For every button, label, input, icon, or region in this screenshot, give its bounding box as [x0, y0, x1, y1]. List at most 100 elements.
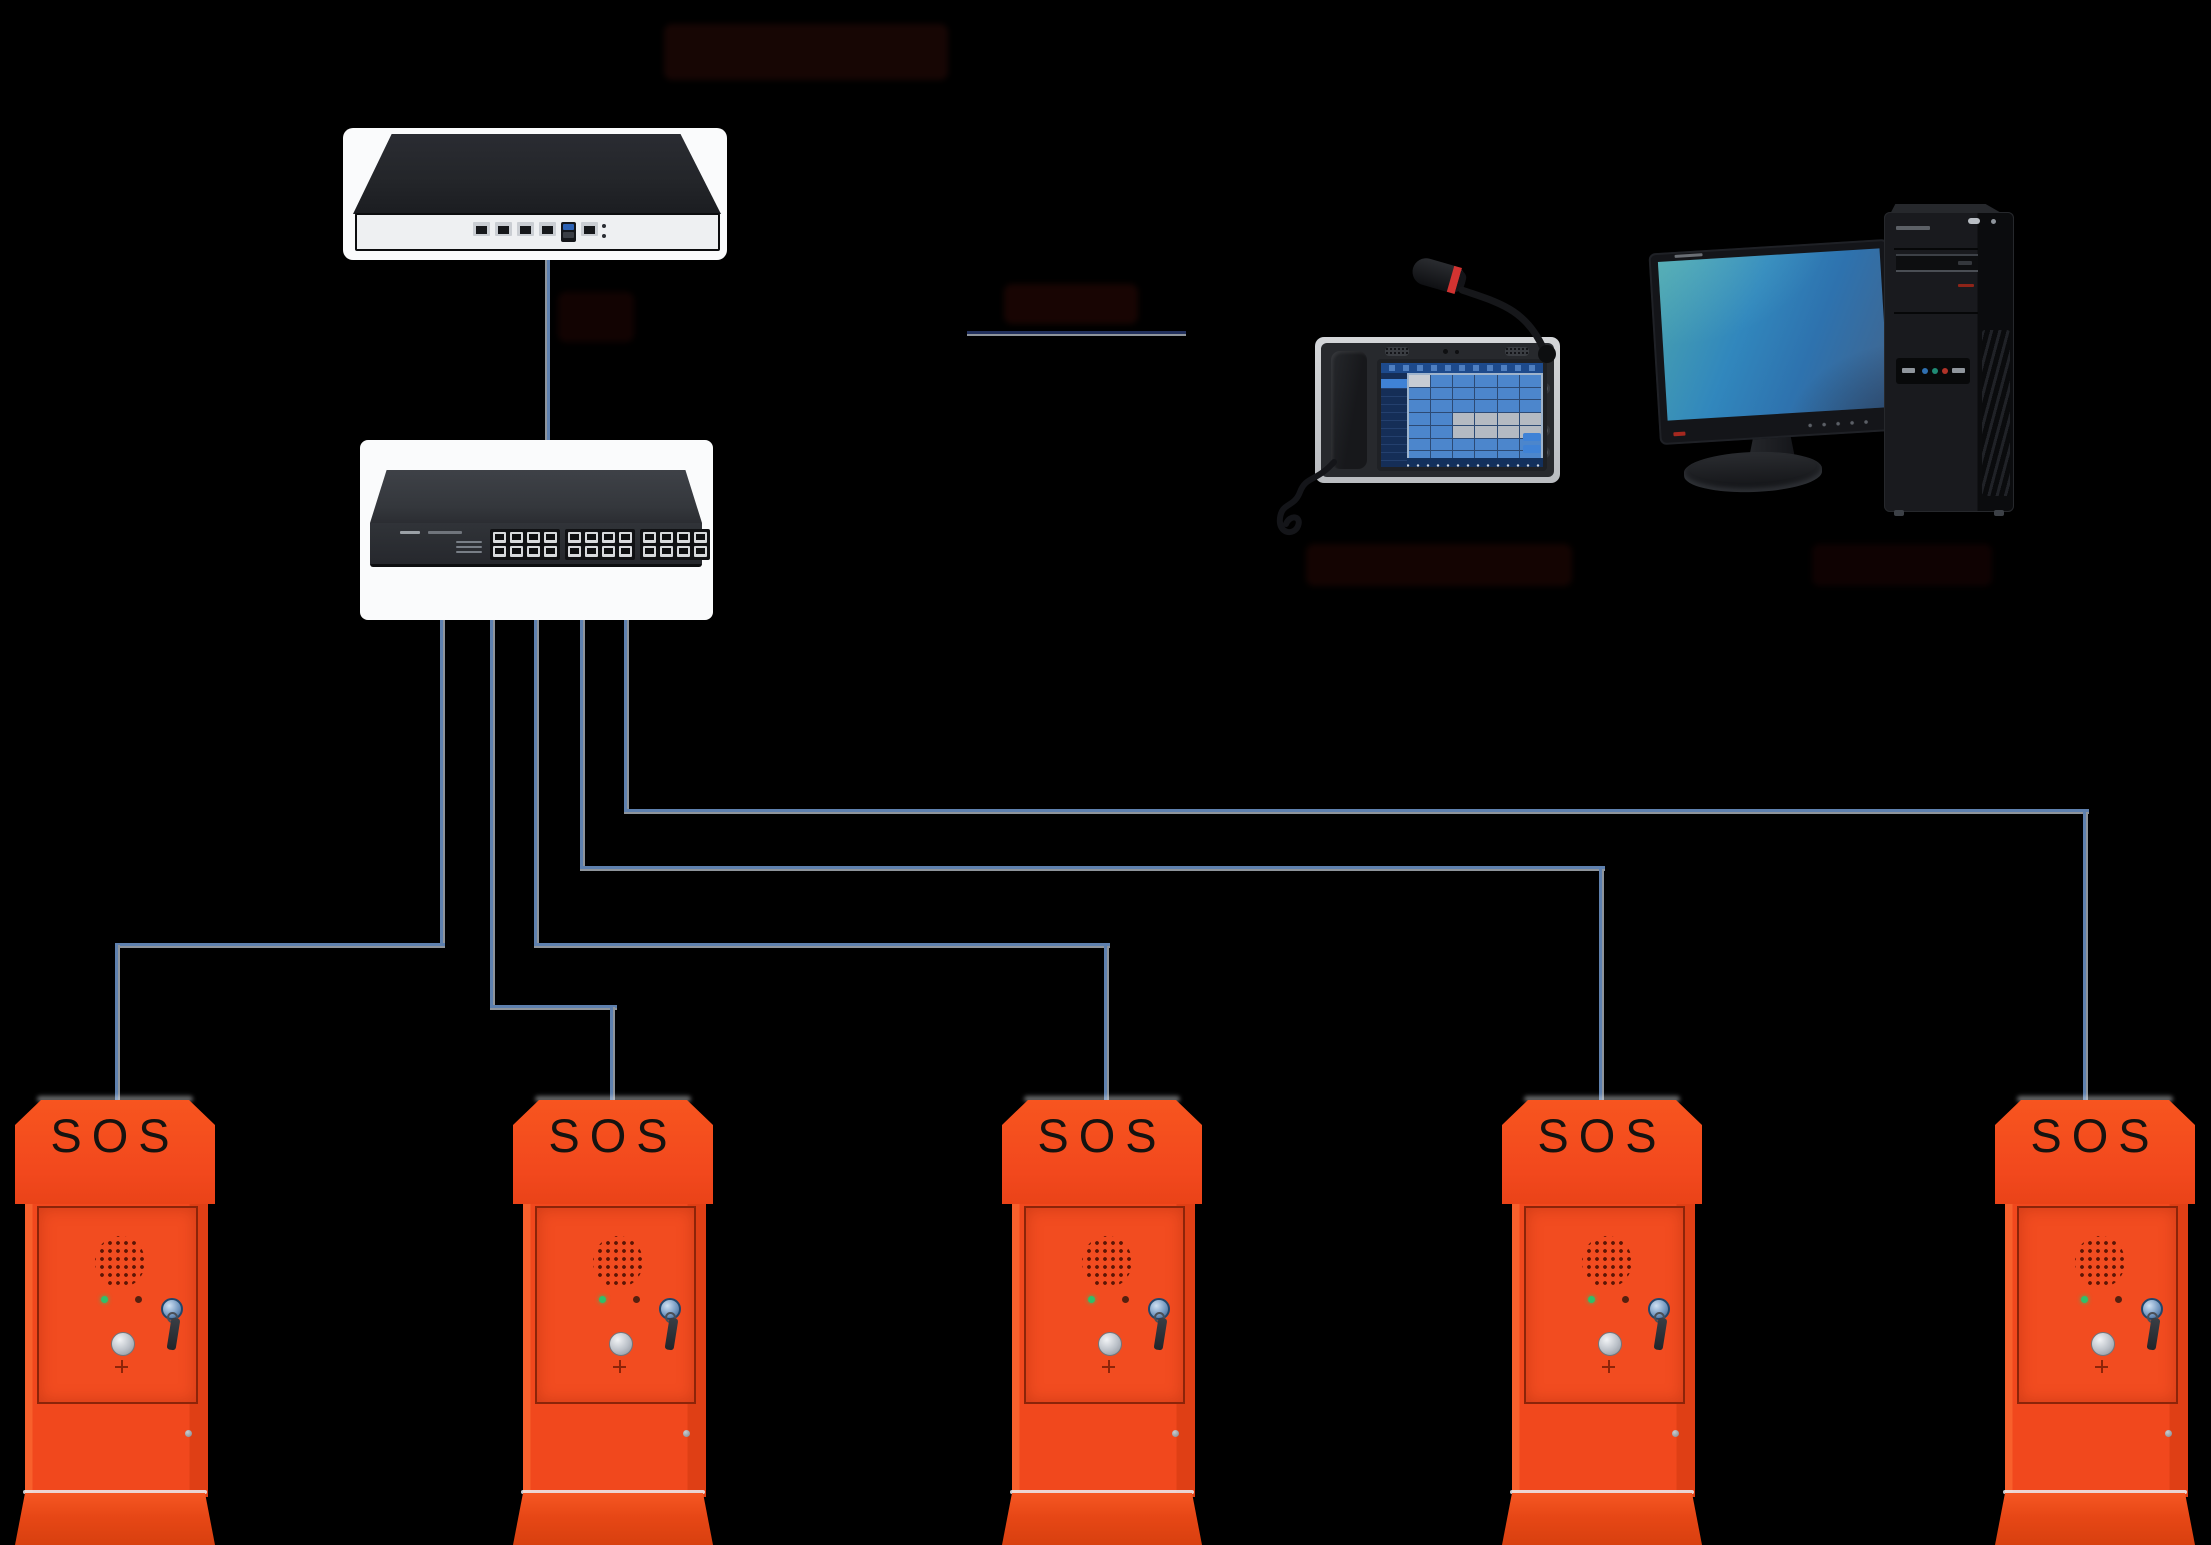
- console-screen-cell: [1519, 413, 1541, 425]
- console-screen-cell: [1497, 451, 1519, 463]
- microphone-gooseneck: [1458, 286, 1556, 363]
- speaker-holes-icon: [1082, 1236, 1132, 1288]
- console-screen-cell: [1409, 413, 1431, 425]
- handset-icon: [1331, 351, 1367, 469]
- switch-front-panel: [370, 523, 710, 567]
- monitor-screen: [1657, 248, 1890, 421]
- console-screen-cell: [1453, 387, 1475, 400]
- console-screen-cell: [1475, 387, 1497, 400]
- status-led-off: [633, 1296, 640, 1303]
- speaker-holes-icon: [2075, 1236, 2125, 1288]
- pc-tower: [1884, 212, 2014, 516]
- tower-red-accent: [1958, 284, 1974, 287]
- switch-photo-card: [360, 440, 713, 620]
- ethernet-port-icon: [539, 222, 556, 236]
- screw-icon: [1172, 1430, 1179, 1437]
- status-led-off: [1122, 1296, 1129, 1303]
- console-screen-cell: [1431, 413, 1453, 425]
- console-screen-cell: [1497, 387, 1519, 400]
- wire-sos1-feed: [115, 945, 120, 1102]
- sos-label: SOS: [548, 1109, 678, 1162]
- sos-head-panel: SOS: [513, 1100, 713, 1204]
- audio-jack-icon: [1932, 368, 1938, 374]
- wire-sos5-drop: [624, 565, 629, 813]
- sos-call-station-1: SOS: [15, 1096, 215, 1545]
- sos-base-skirt: [1002, 1493, 1202, 1545]
- console-screen-button: [1523, 445, 1541, 453]
- tower-seam: [1894, 312, 1978, 314]
- switch-port: [585, 546, 598, 557]
- switch-port: [585, 532, 598, 543]
- wire-sos2-feed: [610, 1007, 615, 1104]
- switch-port: [619, 546, 632, 557]
- console-screen-cell: [1497, 375, 1519, 387]
- front-io-panel: [1896, 358, 1970, 384]
- status-led-green: [101, 1296, 108, 1303]
- switch-ports: [490, 529, 710, 560]
- status-led-green: [599, 1296, 606, 1303]
- console-screen-cell: [1409, 425, 1431, 438]
- wire-sos4-feed: [1599, 869, 1604, 1104]
- hanging-key-icon: [2146, 1317, 2161, 1351]
- wire-sos3-drop: [534, 565, 539, 947]
- wire-sos2-drop: [490, 565, 495, 1009]
- base-highlight: [521, 1490, 705, 1494]
- tower-foot: [1994, 510, 2004, 516]
- photo-edge-glow: [1524, 1096, 1680, 1102]
- console-screen-cell: [1453, 438, 1475, 451]
- speaker-holes-icon: [593, 1236, 643, 1288]
- status-led-green: [1588, 1296, 1595, 1303]
- sos-base-skirt: [15, 1493, 215, 1545]
- status-led-off: [2115, 1296, 2122, 1303]
- console-screen-cell: [1431, 400, 1453, 413]
- sos-door-panel: [2017, 1206, 2178, 1404]
- switch-port: [694, 546, 707, 557]
- status-led-green: [2081, 1296, 2088, 1303]
- sos-label: SOS: [50, 1109, 180, 1162]
- console-screen-tabs: [1381, 363, 1543, 373]
- console-screen-cell: [1497, 438, 1519, 451]
- screw-icon: [185, 1430, 192, 1437]
- switch-port: [643, 546, 656, 557]
- console-screen-pager-dots: [1407, 458, 1543, 467]
- console-screen-cell: [1475, 375, 1497, 387]
- call-button-icon: [111, 1332, 135, 1356]
- console-screen-cell: [1431, 387, 1453, 400]
- monitor-brand-mark: [1674, 253, 1703, 258]
- console-screen-cell: [1453, 413, 1475, 425]
- console-screen-cell: [1409, 387, 1431, 400]
- sos-head-panel: SOS: [1995, 1100, 2195, 1204]
- switch-port: [694, 532, 707, 543]
- console-screen-button: [1523, 433, 1541, 441]
- sos-label: SOS: [2030, 1109, 2160, 1162]
- switch-brand-mark: [400, 531, 420, 534]
- wire-sos3-feed: [1104, 946, 1109, 1104]
- switch-port: [568, 546, 581, 557]
- usb-ports-icon: [561, 222, 576, 242]
- switch-port: [493, 546, 506, 557]
- console-screen-cell: [1431, 438, 1453, 451]
- sos-door-panel: [535, 1206, 696, 1404]
- handset-cord: [1276, 459, 1337, 536]
- hanging-key-icon: [166, 1317, 181, 1351]
- console-screen-cell: [1497, 400, 1519, 413]
- switch-port: [527, 532, 540, 543]
- switch-port: [544, 532, 557, 543]
- base-highlight: [1510, 1490, 1694, 1494]
- server-photo-card: [343, 128, 727, 260]
- screw-cross-icon: [2095, 1360, 2108, 1373]
- console-screen-cell: [1475, 451, 1497, 463]
- base-highlight: [2003, 1490, 2187, 1494]
- console-screen-cell: [1453, 400, 1475, 413]
- switch-port: [677, 532, 690, 543]
- switch-port: [527, 546, 540, 557]
- console-screen-cell: [1475, 400, 1497, 413]
- screw-cross-icon: [115, 1360, 128, 1373]
- speaker-holes-icon: [95, 1236, 145, 1288]
- switch-port: [510, 546, 523, 557]
- console-screen-cell: [1453, 375, 1475, 387]
- tower-brand-mark: [1896, 226, 1930, 230]
- call-button-icon: [609, 1332, 633, 1356]
- ethernet-port-icon: [473, 222, 490, 236]
- wire-sos5-run: [624, 809, 2089, 814]
